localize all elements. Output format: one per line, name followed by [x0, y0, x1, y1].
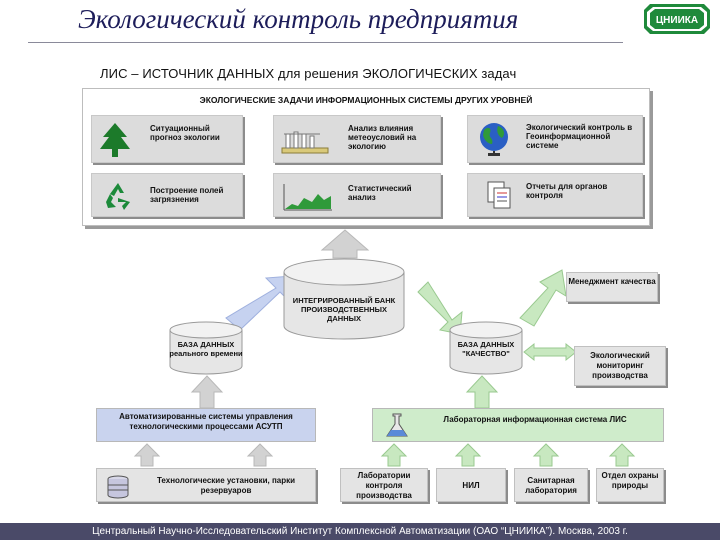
task-label: Статистический анализ	[348, 184, 412, 202]
lab-box-nature-protection[interactable]: Отдел охраны природы	[596, 468, 664, 502]
integrated-data-bank-cylinder[interactable]	[282, 258, 406, 342]
task-label: Построение полей загрязнения	[150, 186, 224, 204]
quality-management-box[interactable]: Менеджмент качества	[566, 272, 658, 302]
realtime-db-label: БАЗА ДАННЫХ реального времени	[169, 340, 243, 358]
asutp-label: Автоматизированные системы управления те…	[119, 412, 293, 431]
task-meteo-analysis[interactable]: Анализ влияния метеоусловий на экологию	[273, 115, 441, 163]
task-label: Ситуационный прогноз экологии	[150, 124, 220, 142]
task-situational-forecast[interactable]: Ситуационный прогноз экологии	[91, 115, 243, 163]
lis-bar[interactable]: Лабораторная информационная система ЛИС	[372, 408, 664, 442]
title-divider	[28, 42, 623, 43]
integrated-bank-label: ИНТЕГРИРОВАННЫЙ БАНК ПРОИЗВОДСТВЕННЫХ ДА…	[292, 296, 396, 323]
lab-box-nil[interactable]: НИЛ	[436, 468, 506, 502]
arrow-lab2-to-lis	[454, 443, 482, 467]
tank-farm-icon	[107, 475, 129, 499]
arrow-quality-to-tasks	[519, 269, 567, 327]
tree-icon	[100, 123, 130, 157]
quality-management-label: Менеджмент качества	[568, 277, 656, 286]
process-plants-label: Технологические установки, парки резерву…	[156, 476, 296, 495]
lab-label: Отдел охраны природы	[601, 471, 659, 490]
quality-db-cylinder[interactable]	[448, 320, 524, 376]
process-plants-box[interactable]: Технологические установки, парки резерву…	[96, 468, 316, 502]
arrow-plants-to-asutp-1	[133, 443, 161, 467]
task-control-reports[interactable]: Отчеты для органов контроля	[467, 173, 643, 217]
lis-label: Лабораторная информационная система ЛИС	[443, 415, 627, 424]
arrow-lab4-to-lis	[608, 443, 636, 467]
task-label: Анализ влияния метеоусловий на экологию	[348, 124, 417, 151]
task-statistical-analysis[interactable]: Статистический анализ	[273, 173, 441, 217]
arrow-quality-to-monitoring	[523, 342, 577, 362]
footer-bar: Центральный Научно-Исследовательский Инс…	[0, 523, 720, 540]
arrow-lab3-to-lis	[532, 443, 560, 467]
arrow-lis-to-quality	[465, 375, 499, 409]
lab-label: Санитарная лаборатория	[525, 476, 577, 495]
realtime-db-cylinder[interactable]	[168, 320, 244, 376]
lab-label: Лаборатории контроля производства	[356, 471, 412, 500]
page-title: Экологический контроль предприятия	[78, 4, 519, 34]
globe-icon	[480, 123, 508, 156]
quality-db-label: БАЗА ДАННЫХ "КАЧЕСТВО"	[457, 340, 515, 358]
task-gis-control[interactable]: Экологический контроль в Геоинформационн…	[467, 115, 643, 163]
eco-monitoring-label: Экологический мониторинг производства	[590, 351, 650, 380]
lab-box-production[interactable]: Лаборатории контроля производства	[340, 468, 428, 502]
slide-subtitle: ЛИС – ИСТОЧНИК ДАННЫХ для решения ЭКОЛОГ…	[100, 66, 517, 81]
arrow-bank-to-tasks	[320, 229, 370, 259]
task-label: Отчеты для органов контроля	[526, 182, 608, 200]
task-pollution-fields[interactable]: Построение полей загрязнения	[91, 173, 243, 217]
area-chart-icon	[283, 184, 332, 211]
report-documents-icon	[487, 181, 511, 209]
task-label: Экологический контроль в Геоинформационн…	[526, 123, 633, 150]
eco-tasks-panel: ЭКОЛОГИЧЕСКИЕ ЗАДАЧИ ИНФОРМАЦИОННЫХ СИСТ…	[82, 88, 650, 226]
asutp-bar[interactable]: Автоматизированные системы управления те…	[96, 408, 316, 442]
laboratory-icon	[386, 413, 408, 437]
footer-text: Центральный Научно-Исследовательский Инс…	[92, 526, 628, 537]
recycle-icon	[106, 183, 130, 210]
svg-text:ЦНИИКА: ЦНИИКА	[656, 15, 698, 26]
arrow-lab1-to-lis	[380, 443, 408, 467]
arrow-plants-to-asutp-2	[246, 443, 274, 467]
panel-title: ЭКОЛОГИЧЕСКИЕ ЗАДАЧИ ИНФОРМАЦИОННЫХ СИСТ…	[199, 95, 533, 105]
cniika-logo: ЦНИИКА	[644, 4, 710, 34]
eco-monitoring-box[interactable]: Экологический мониторинг производства	[574, 346, 666, 386]
lab-label: НИЛ	[462, 481, 480, 490]
industrial-plant-icon	[281, 131, 329, 154]
lab-box-sanitary[interactable]: Санитарная лаборатория	[514, 468, 588, 502]
arrow-asutp-to-realtime	[190, 375, 224, 409]
